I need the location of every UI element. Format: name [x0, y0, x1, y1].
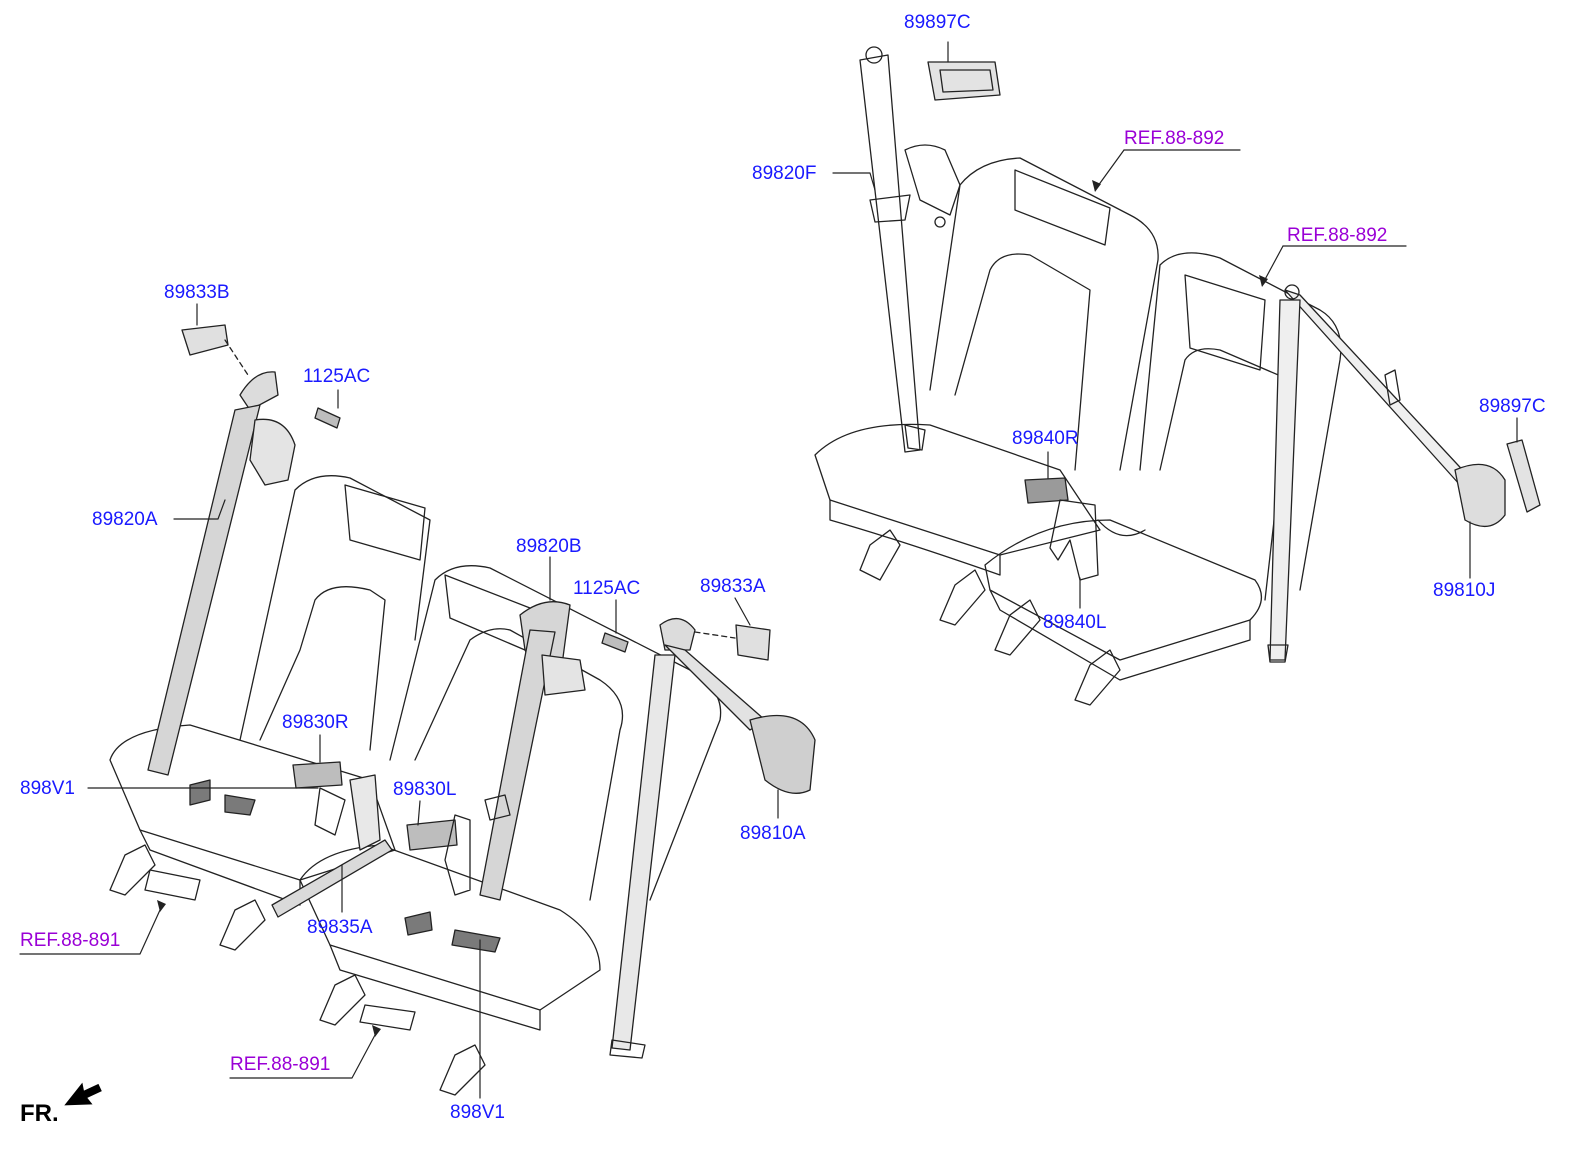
belt-89820B-drawing — [479, 601, 586, 901]
bolt-1125AC-b-drawing — [601, 632, 629, 653]
belt-89810A-drawing — [609, 618, 816, 1059]
buckle-89830R-drawing — [292, 761, 346, 836]
part-label-89835A: 89835A — [307, 917, 373, 938]
part-label-89820A: 89820A — [92, 509, 158, 530]
buckle-89830L-drawing — [406, 814, 471, 896]
part-label-89820F: 89820F — [752, 163, 817, 184]
front-marker-label: FR. — [20, 1100, 59, 1127]
cover-89897C-top-drawing — [927, 61, 1001, 101]
rear-seat-right-drawing — [814, 157, 1342, 706]
part-label-898V1-b: 898V1 — [450, 1102, 505, 1123]
belt-89820F-drawing — [859, 46, 961, 453]
bolt-1125AC-a-drawing — [314, 407, 341, 429]
belt-89820A-drawing — [147, 371, 296, 776]
rail-89835A-drawing — [271, 774, 393, 918]
ref-label-88-891-a: REF.88-891 — [20, 930, 121, 951]
part-label-89840R: 89840R — [1012, 428, 1079, 449]
anchors-898V1-drawing — [189, 779, 501, 953]
part-label-1125AC-a: 1125AC — [303, 366, 371, 387]
anchor-89833B-drawing — [181, 324, 249, 376]
part-label-89830L: 89830L — [393, 779, 457, 800]
leader-lines — [19, 41, 1518, 1099]
ref-label-88-892-a: REF.88-892 — [1124, 128, 1225, 149]
buckle-89840-drawing — [1024, 477, 1146, 581]
ref-label-88-891-b: REF.88-891 — [230, 1054, 331, 1075]
front-direction-arrow-icon — [64, 1082, 102, 1106]
leader-arrowheads — [157, 180, 1268, 1037]
part-label-89833A: 89833A — [700, 576, 766, 597]
ref-label-88-892-b: REF.88-892 — [1287, 225, 1388, 246]
part-label-898V1-a: 898V1 — [20, 778, 75, 799]
part-label-89897C-right: 89897C — [1479, 396, 1546, 417]
cover-89897C-right-drawing — [1506, 439, 1541, 513]
part-label-89897C-top: 89897C — [904, 12, 971, 33]
part-label-1125AC-b: 1125AC — [573, 578, 641, 599]
belt-89810J-drawing — [1267, 284, 1506, 663]
part-label-89810J: 89810J — [1433, 580, 1496, 601]
part-label-89810A: 89810A — [740, 823, 806, 844]
part-label-89820B: 89820B — [516, 536, 582, 557]
part-label-89833B: 89833B — [164, 282, 230, 303]
anchor-89833A-drawing — [694, 624, 771, 661]
part-label-89830R: 89830R — [282, 712, 349, 733]
part-label-89840L: 89840L — [1043, 612, 1107, 633]
